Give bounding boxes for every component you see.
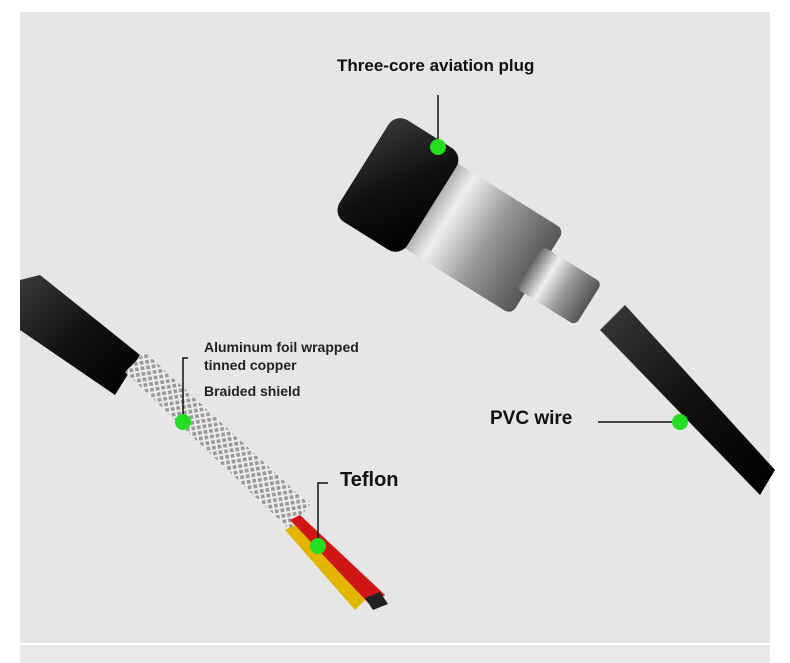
label-pvc: PVC wire [490, 408, 573, 429]
aviation-plug [337, 118, 775, 495]
label-teflon: Teflon [340, 469, 399, 491]
marker-pvc [672, 414, 688, 430]
label-foil-line2: tinned copper [204, 357, 297, 373]
marker-teflon [310, 538, 326, 554]
label-foil-line1: Aluminum foil wrapped [204, 339, 359, 355]
label-foil: Aluminum foil wrapped tinned copper [204, 338, 359, 374]
label-braid: Braided shield [204, 383, 301, 399]
marker-plug [430, 139, 446, 155]
bottom-strip [20, 645, 770, 663]
left-cable [20, 275, 388, 610]
leader-lines [182, 95, 680, 546]
label-plug: Three-core aviation plug [337, 56, 535, 75]
marker-braid [175, 414, 191, 430]
